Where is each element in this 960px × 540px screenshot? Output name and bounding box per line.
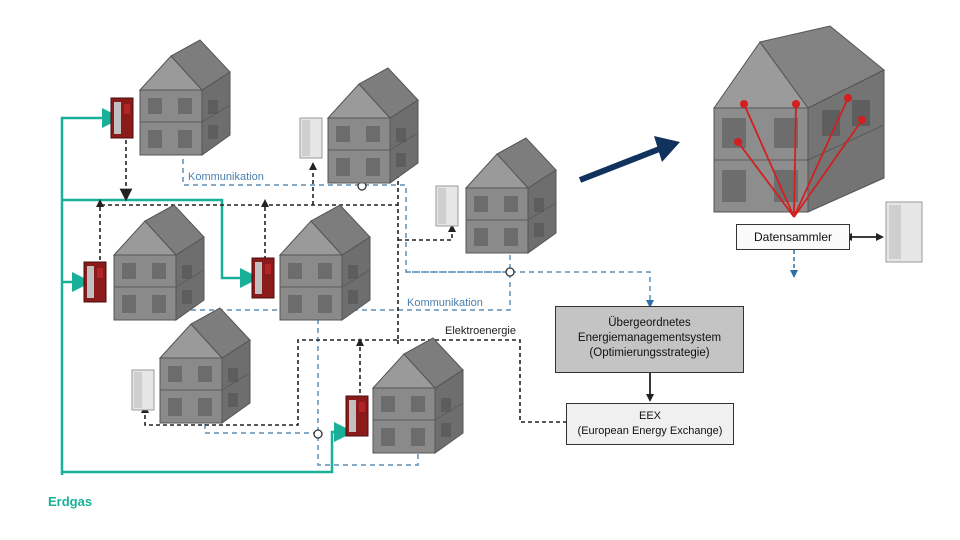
heater-5 xyxy=(251,257,275,299)
storage-2 xyxy=(299,117,323,159)
eex-box: EEX (European Energy Exchange) xyxy=(566,403,734,445)
eex-line1: EEX xyxy=(638,410,661,422)
erdgas-label: Erdgas xyxy=(48,494,93,509)
ems-line3: (Optimierungsstrategie) xyxy=(589,347,710,359)
storage-3 xyxy=(435,185,459,227)
datensammler-box: Datensammler xyxy=(736,224,850,250)
gas-network xyxy=(60,108,354,475)
house-2 xyxy=(327,67,419,184)
heater-7 xyxy=(345,395,369,437)
storage-6 xyxy=(131,369,155,411)
house-5 xyxy=(279,204,371,321)
electric-network xyxy=(99,140,568,426)
house-3 xyxy=(465,137,557,254)
comm-arrow-from-datensammler xyxy=(790,270,798,278)
ems-line1: Übergeordnetes xyxy=(608,317,691,329)
ems-line2: Energiemanagementsystem xyxy=(577,332,722,344)
ems-to-eex-arrow xyxy=(646,372,654,402)
datensammler-text: Datensammler xyxy=(753,230,833,244)
storage-detail xyxy=(885,201,923,263)
zoom-arrow xyxy=(578,136,680,183)
elektroenergie-label: Elektroenergie xyxy=(445,325,516,337)
house-6 xyxy=(159,307,251,424)
sensor-dots xyxy=(734,94,866,146)
house-4 xyxy=(113,204,205,321)
comm-arrow-to-ems xyxy=(646,300,654,308)
kommunikation-label-mid: Kommunikation xyxy=(407,297,483,309)
kommunikation-label-top: Kommunikation xyxy=(188,171,264,183)
house-7 xyxy=(372,337,464,454)
detailed-house xyxy=(713,25,885,213)
house-1 xyxy=(139,39,231,156)
eex-line2: (European Energy Exchange) xyxy=(577,425,723,437)
heater-4 xyxy=(83,261,107,303)
datensammler-storage-link xyxy=(844,233,884,241)
sensor-lines xyxy=(737,97,863,218)
heater-1 xyxy=(110,97,134,139)
ems-box: Übergeordnetes Energiemanagementsystem (… xyxy=(555,306,744,373)
